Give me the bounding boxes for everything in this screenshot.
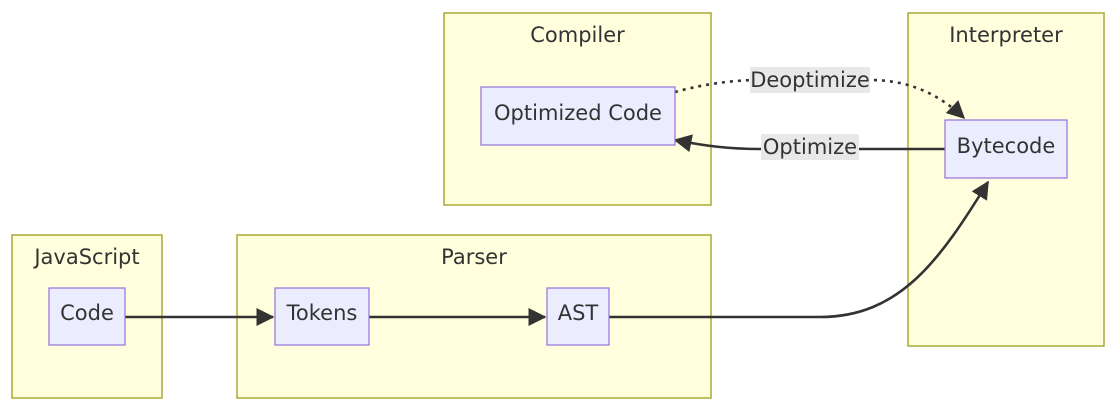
edge-label-deoptimize-bg bbox=[750, 67, 870, 93]
node-optimized-code-label: Optimized Code bbox=[494, 101, 662, 125]
edge-label-deoptimize: Deoptimize bbox=[750, 67, 870, 93]
cluster-interpreter-title: Interpreter bbox=[949, 23, 1063, 47]
node-code[interactable]: Code bbox=[48, 287, 126, 346]
cluster-interpreter-box bbox=[907, 12, 1105, 347]
node-bytecode-label: Bytecode bbox=[957, 134, 1056, 158]
node-ast-label: AST bbox=[558, 301, 599, 325]
node-code-label: Code bbox=[60, 301, 114, 325]
node-bytecode-box[interactable] bbox=[944, 119, 1068, 179]
cluster-parser-title: Parser bbox=[441, 245, 507, 269]
edge-bytecode-to-optimized bbox=[673, 134, 945, 153]
edge-label-optimize: Optimize bbox=[761, 134, 859, 160]
edge-label-deoptimize-text: Deoptimize bbox=[750, 68, 870, 92]
node-tokens-label: Tokens bbox=[286, 301, 358, 325]
node-ast-box[interactable] bbox=[546, 287, 610, 346]
cluster-interpreter: Interpreter bbox=[907, 12, 1105, 347]
node-bytecode[interactable]: Bytecode bbox=[944, 119, 1068, 179]
edge-label-optimize-bg bbox=[761, 134, 859, 160]
node-optimized-code-box[interactable] bbox=[480, 86, 676, 146]
cluster-compiler-title: Compiler bbox=[530, 23, 625, 47]
node-code-box[interactable] bbox=[48, 287, 126, 346]
node-optimized-code[interactable]: Optimized Code bbox=[480, 86, 676, 146]
node-tokens-box[interactable] bbox=[274, 287, 370, 346]
node-ast[interactable]: AST bbox=[546, 287, 610, 346]
edge-ast-to-bytecode bbox=[609, 180, 990, 319]
node-tokens[interactable]: Tokens bbox=[274, 287, 370, 346]
cluster-javascript-title: JavaScript bbox=[32, 245, 139, 269]
edge-label-optimize-text: Optimize bbox=[763, 135, 857, 159]
